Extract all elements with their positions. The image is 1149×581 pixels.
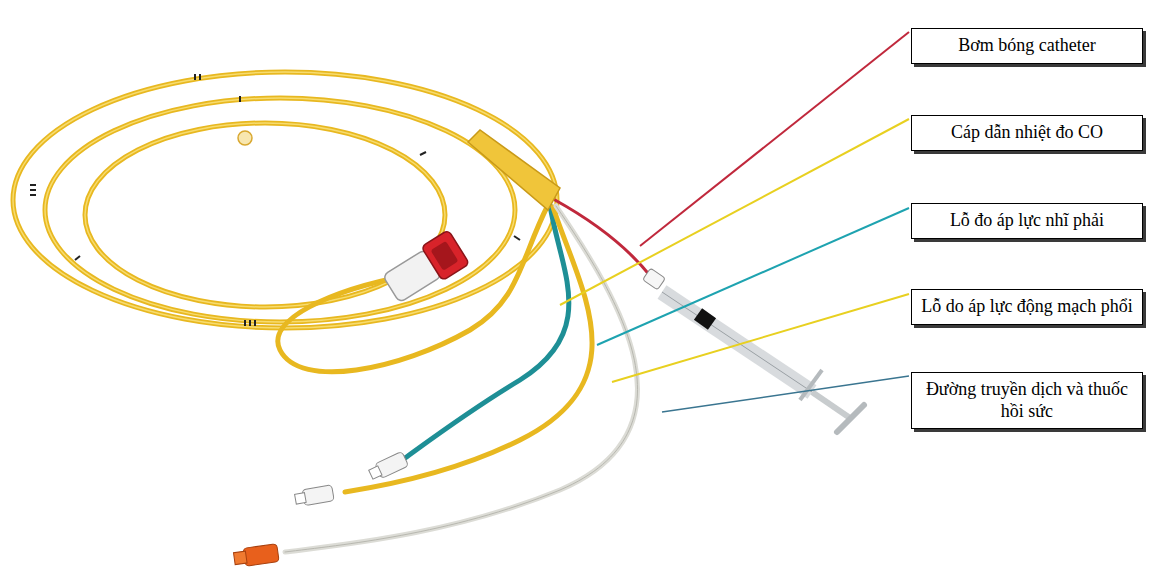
label-text: Lỗ đo áp lực nhĩ phải [918, 210, 1136, 232]
catheter-hub [468, 130, 560, 210]
label-text: Bơm bóng catheter [918, 35, 1136, 57]
label-box: Cáp dẫn nhiệt đo CO [911, 115, 1143, 151]
label-text: Đường truyền dịch và thuốc hồi sức [918, 379, 1136, 422]
label-box: Lỗ đo áp lực nhĩ phải [911, 203, 1143, 239]
label-text: Cáp dẫn nhiệt đo CO [918, 122, 1136, 144]
label-text: Lỗ do áp lực động mạch phổi [918, 296, 1136, 318]
depth-marks [30, 74, 520, 326]
balloon-syringe [643, 268, 864, 432]
label-box: Lỗ do áp lực động mạch phổi [911, 289, 1143, 325]
lumen-tubes [278, 200, 652, 552]
luer-connectors [233, 451, 409, 567]
thermistor-plug [380, 230, 469, 306]
label-box: Đường truyền dịch và thuốc hồi sức [911, 372, 1143, 429]
catheter-coils [13, 72, 557, 328]
balloon-tip [238, 131, 252, 145]
leader-lines [560, 32, 909, 412]
label-box: Bơm bóng catheter [911, 28, 1143, 64]
